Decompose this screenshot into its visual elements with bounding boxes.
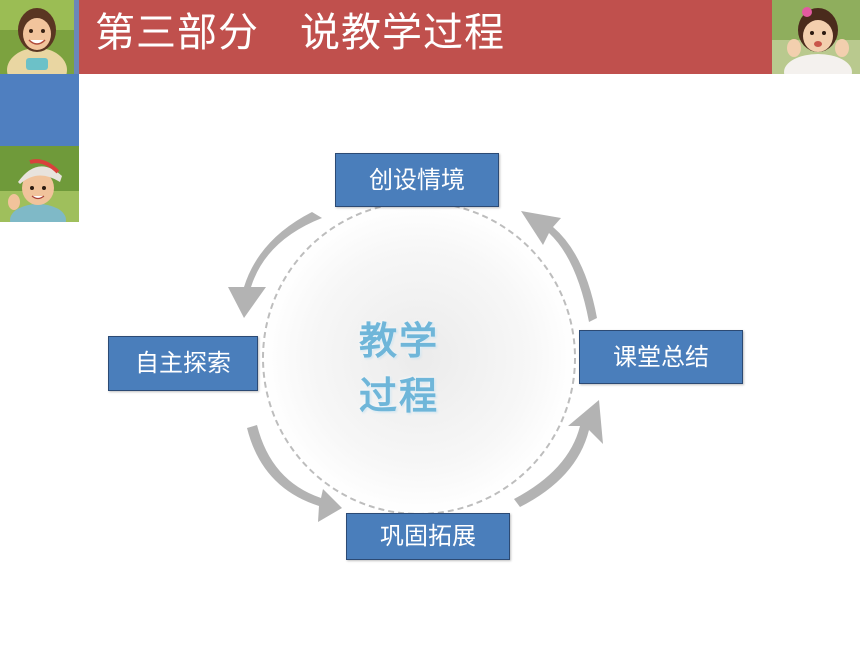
arrow-to-consolidate: [247, 425, 342, 522]
stage-consolidate-expand: 巩固拓展: [346, 513, 510, 560]
side-color-block: [0, 74, 79, 146]
child-photo-top-left: [0, 0, 74, 74]
page-title: 第三部分 说教学过程: [95, 10, 505, 56]
child-photo-left: [0, 146, 79, 222]
stage-self-exploration: 自主探索: [108, 336, 258, 391]
stage-class-summary: 课堂总结: [579, 330, 743, 384]
arrow-to-summary: [514, 400, 603, 507]
header-divider: [74, 0, 79, 74]
center-label-line1: 教学: [359, 319, 440, 363]
arrow-to-explore: [228, 212, 322, 318]
arrow-to-scenario: [521, 211, 597, 322]
stage-create-scenario: 创设情境: [335, 153, 499, 207]
center-label-line2: 过程: [359, 374, 440, 418]
child-photo-top-right: [772, 0, 860, 74]
title-bar: 第三部分 说教学过程: [79, 0, 772, 74]
